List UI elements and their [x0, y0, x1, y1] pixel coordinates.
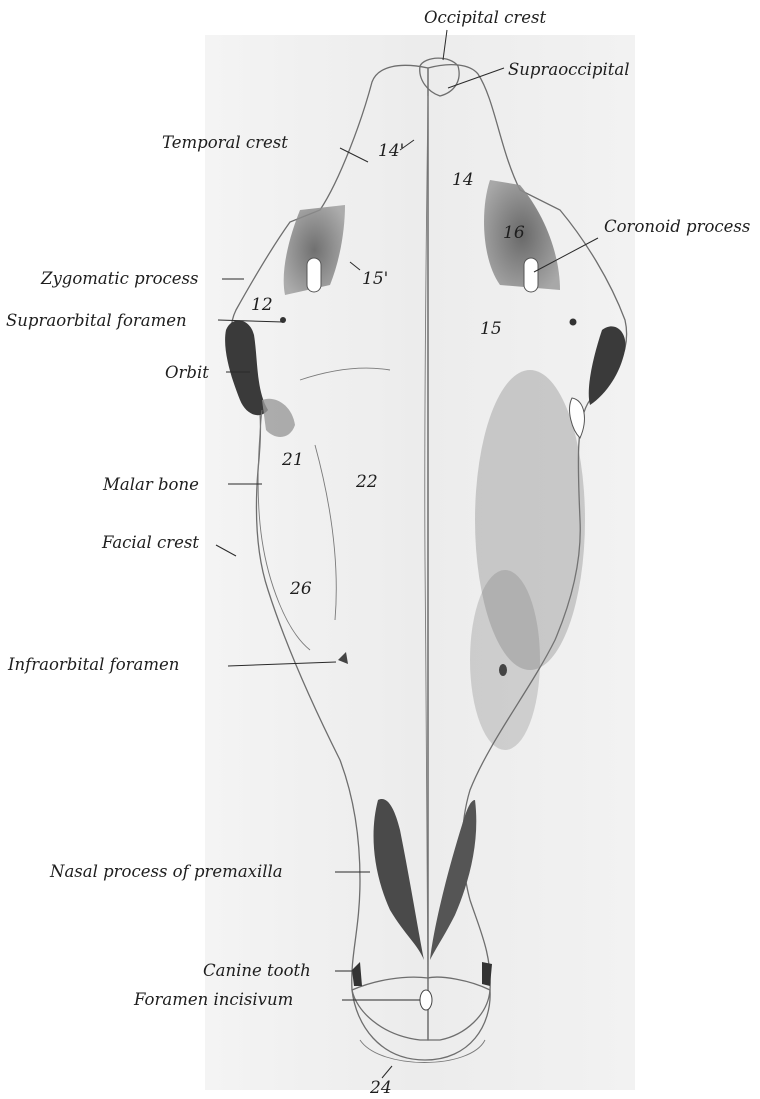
number-12: 12 — [251, 295, 273, 315]
left-coronoid-knob — [307, 258, 321, 292]
label-occipital-crest: Occipital crest — [424, 8, 546, 27]
right-supraorbital-foramen-hole — [570, 319, 577, 326]
number-15-prime: 15' — [362, 269, 388, 289]
number-14-prime: 14' — [378, 141, 404, 161]
number-24: 24 — [369, 1078, 392, 1098]
foramen-incisivum-hole — [420, 990, 432, 1010]
label-supraorbital-foramen: Supraorbital foramen — [6, 311, 187, 330]
right-infraorbital-foramen-hole — [499, 664, 507, 676]
label-canine-tooth: Canine tooth — [203, 961, 311, 980]
right-face-shading-2 — [470, 570, 540, 750]
number-14: 14 — [452, 170, 474, 190]
right-coronoid-knob — [524, 258, 538, 292]
label-zygomatic-process: Zygomatic process — [40, 269, 198, 288]
label-orbit: Orbit — [165, 363, 209, 382]
label-supraoccipital: Supraoccipital — [508, 60, 630, 79]
label-malar-bone: Malar bone — [102, 475, 199, 494]
label-facial-crest: Facial crest — [101, 533, 199, 552]
number-22: 22 — [355, 472, 378, 492]
label-coronoid-process: Coronoid process — [604, 217, 750, 236]
label-nasal-process: Nasal process of premaxilla — [49, 862, 283, 881]
number-15: 15 — [480, 319, 502, 339]
label-temporal-crest: Temporal crest — [162, 133, 288, 152]
number-26: 26 — [289, 579, 312, 599]
label-infraorbital-foramen: Infraorbital foramen — [7, 655, 179, 674]
number-16: 16 — [503, 223, 525, 243]
number-21: 21 — [281, 450, 304, 470]
label-foramen-incisivum: Foramen incisivum — [133, 990, 293, 1009]
